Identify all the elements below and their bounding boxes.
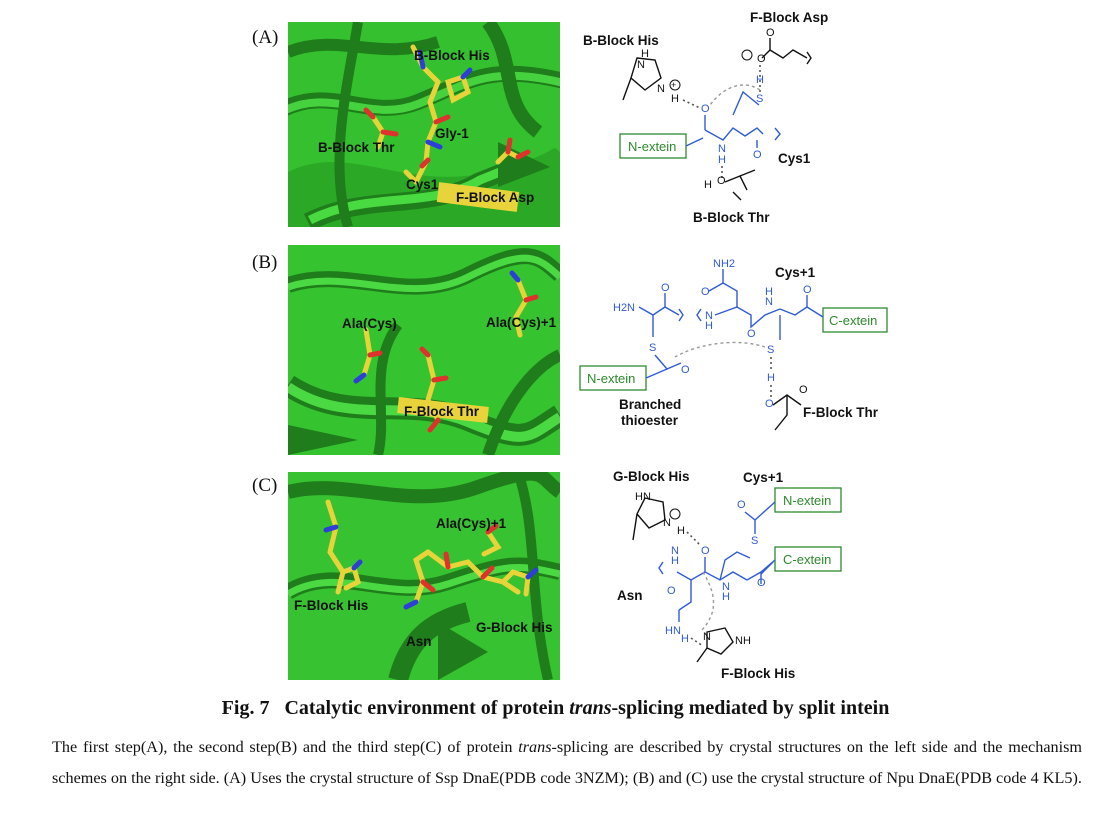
svg-text:O: O (753, 149, 762, 161)
panel-letter-c: (C) (252, 475, 278, 496)
struct-label-gly: Gly-1 (435, 126, 469, 141)
svg-text:O: O (757, 53, 766, 65)
svg-text:O: O (661, 282, 670, 294)
svg-text:HN: HN (665, 625, 681, 637)
struct-label-b-block-thr: B-Block Thr (318, 140, 395, 155)
svg-text:H: H (705, 320, 713, 332)
scheme-label-c-extein-c: C-extein (783, 552, 831, 567)
svg-text:H: H (704, 179, 712, 191)
scheme-label-n-extein-c: N-extein (783, 493, 831, 508)
scheme-label-c-extein-b: C-extein (829, 313, 877, 328)
svg-text:S: S (649, 342, 656, 354)
svg-text:O: O (765, 398, 774, 410)
svg-text:N: N (637, 59, 645, 71)
struct-label-cys: Cys1 (406, 177, 439, 192)
svg-text:H: H (765, 286, 773, 298)
svg-text:O: O (803, 284, 812, 296)
scheme-label-cys-plus1: Cys+1 (775, 265, 816, 280)
caption-body-part-2: -splicing are described by crystal struc… (52, 738, 1082, 787)
mechanism-scheme-a: F-Block Asp B-Block His H N N + H O O H … (583, 10, 828, 225)
svg-text:H: H (756, 74, 764, 86)
svg-text:H: H (718, 154, 726, 166)
svg-text:O: O (701, 545, 710, 557)
scheme-label-cys-plus1-c: Cys+1 (743, 470, 784, 485)
svg-text:H: H (681, 633, 689, 645)
scheme-label-h2n: H2N (613, 302, 635, 314)
svg-text:N: N (671, 545, 679, 557)
figure-label: Fig. 7 (221, 697, 270, 719)
mechanism-scheme-c: G-Block His Cys+1 HN N H O N H O HN H As… (613, 469, 842, 681)
struct-label-g-block-his: G-Block His (476, 620, 553, 635)
svg-text:O: O (701, 103, 710, 115)
caption-body-italic: trans (518, 738, 552, 756)
panel-letter-b: (B) (252, 252, 278, 273)
svg-text:O: O (667, 585, 676, 597)
svg-text:N: N (703, 631, 711, 643)
svg-text:N: N (705, 310, 713, 322)
svg-text:S: S (756, 93, 763, 105)
mechanism-scheme-b: NH2 O Cys+1 H2N O N H O N H O C-extein S… (579, 258, 888, 431)
svg-text:N: N (663, 517, 671, 529)
figure-caption-title: Fig. 7 Catalytic environment of protein … (0, 697, 1111, 720)
scheme-label-nh2: NH2 (713, 258, 735, 270)
scheme-label-f-block-thr: F-Block Thr (803, 405, 879, 420)
panel-letter-a: (A) (252, 27, 279, 48)
crystal-structure-c: Ala(Cys)+1 F-Block His Asn G-Block His (288, 472, 560, 680)
svg-text:H: H (671, 93, 679, 105)
svg-text:O: O (766, 27, 775, 39)
svg-text:O: O (747, 328, 756, 340)
svg-text:S: S (767, 344, 774, 356)
scheme-label-b-block-his: B-Block His (583, 33, 659, 48)
svg-text:S: S (751, 535, 758, 547)
svg-text:H: H (767, 372, 775, 384)
crystal-structure-b: Ala(Cys) Ala(Cys)+1 F-Block Thr (288, 245, 560, 455)
struct-label-ala-cys-1-c: Ala(Cys)+1 (436, 516, 507, 531)
svg-text:O: O (717, 175, 726, 187)
svg-text:N: N (657, 83, 665, 95)
scheme-label-branched: Branched (619, 397, 681, 412)
svg-text:H: H (641, 48, 649, 60)
svg-text:O: O (701, 286, 710, 298)
scheme-label-asn: Asn (617, 588, 643, 603)
svg-text:H: H (722, 591, 730, 603)
scheme-c-extein-box-c (774, 546, 842, 572)
struct-label-f-block-thr: F-Block Thr (404, 404, 480, 419)
struct-label-ala-cys-1: Ala(Cys)+1 (486, 315, 557, 330)
scheme-label-n-extein-b: N-extein (587, 371, 635, 386)
crystal-structure-a: B-Block His Gly-1 B-Block Thr Cys1 F-Blo… (288, 22, 560, 227)
svg-text:O: O (737, 499, 746, 511)
scheme-label-b-block-thr: B-Block Thr (693, 210, 770, 225)
scheme-label-f-block-asp: F-Block Asp (750, 10, 828, 25)
scheme-label-n-extein: N-extein (628, 139, 676, 154)
figure-title-part-2: -splicing mediated by split intein (611, 697, 890, 719)
figure-title-part-1: Catalytic environment of protein (284, 697, 570, 719)
scheme-label-g-block-his: G-Block His (613, 469, 690, 484)
struct-label-asn: Asn (406, 634, 432, 649)
struct-label-f-block-asp: F-Block Asp (456, 190, 534, 205)
figure-caption-body: The first step(A), the second step(B) an… (52, 732, 1082, 794)
scheme-c-extein-box-b (822, 307, 888, 333)
caption-body-part-1: The first step(A), the second step(B) an… (52, 738, 519, 756)
svg-text:O: O (799, 384, 808, 396)
svg-text:N: N (718, 143, 726, 155)
figure-title-italic: trans (569, 697, 612, 719)
svg-text:H: H (677, 525, 685, 537)
scheme-label-thioester: thioester (621, 413, 679, 428)
svg-text:N: N (765, 296, 773, 308)
struct-label-ala-cys: Ala(Cys) (342, 316, 397, 331)
struct-label-f-block-his: F-Block His (294, 598, 368, 613)
svg-text:HN: HN (635, 491, 651, 503)
scheme-label-f-block-his: F-Block His (721, 666, 795, 681)
scheme-label-cys1: Cys1 (778, 151, 811, 166)
svg-text:N: N (722, 581, 730, 593)
svg-text:+: + (671, 80, 676, 90)
svg-text:H: H (671, 555, 679, 567)
struct-label-b-block-his: B-Block His (414, 48, 490, 63)
svg-text:O: O (681, 364, 690, 376)
scheme-n-extein-box-c (774, 487, 842, 513)
svg-text:NH: NH (735, 635, 751, 647)
